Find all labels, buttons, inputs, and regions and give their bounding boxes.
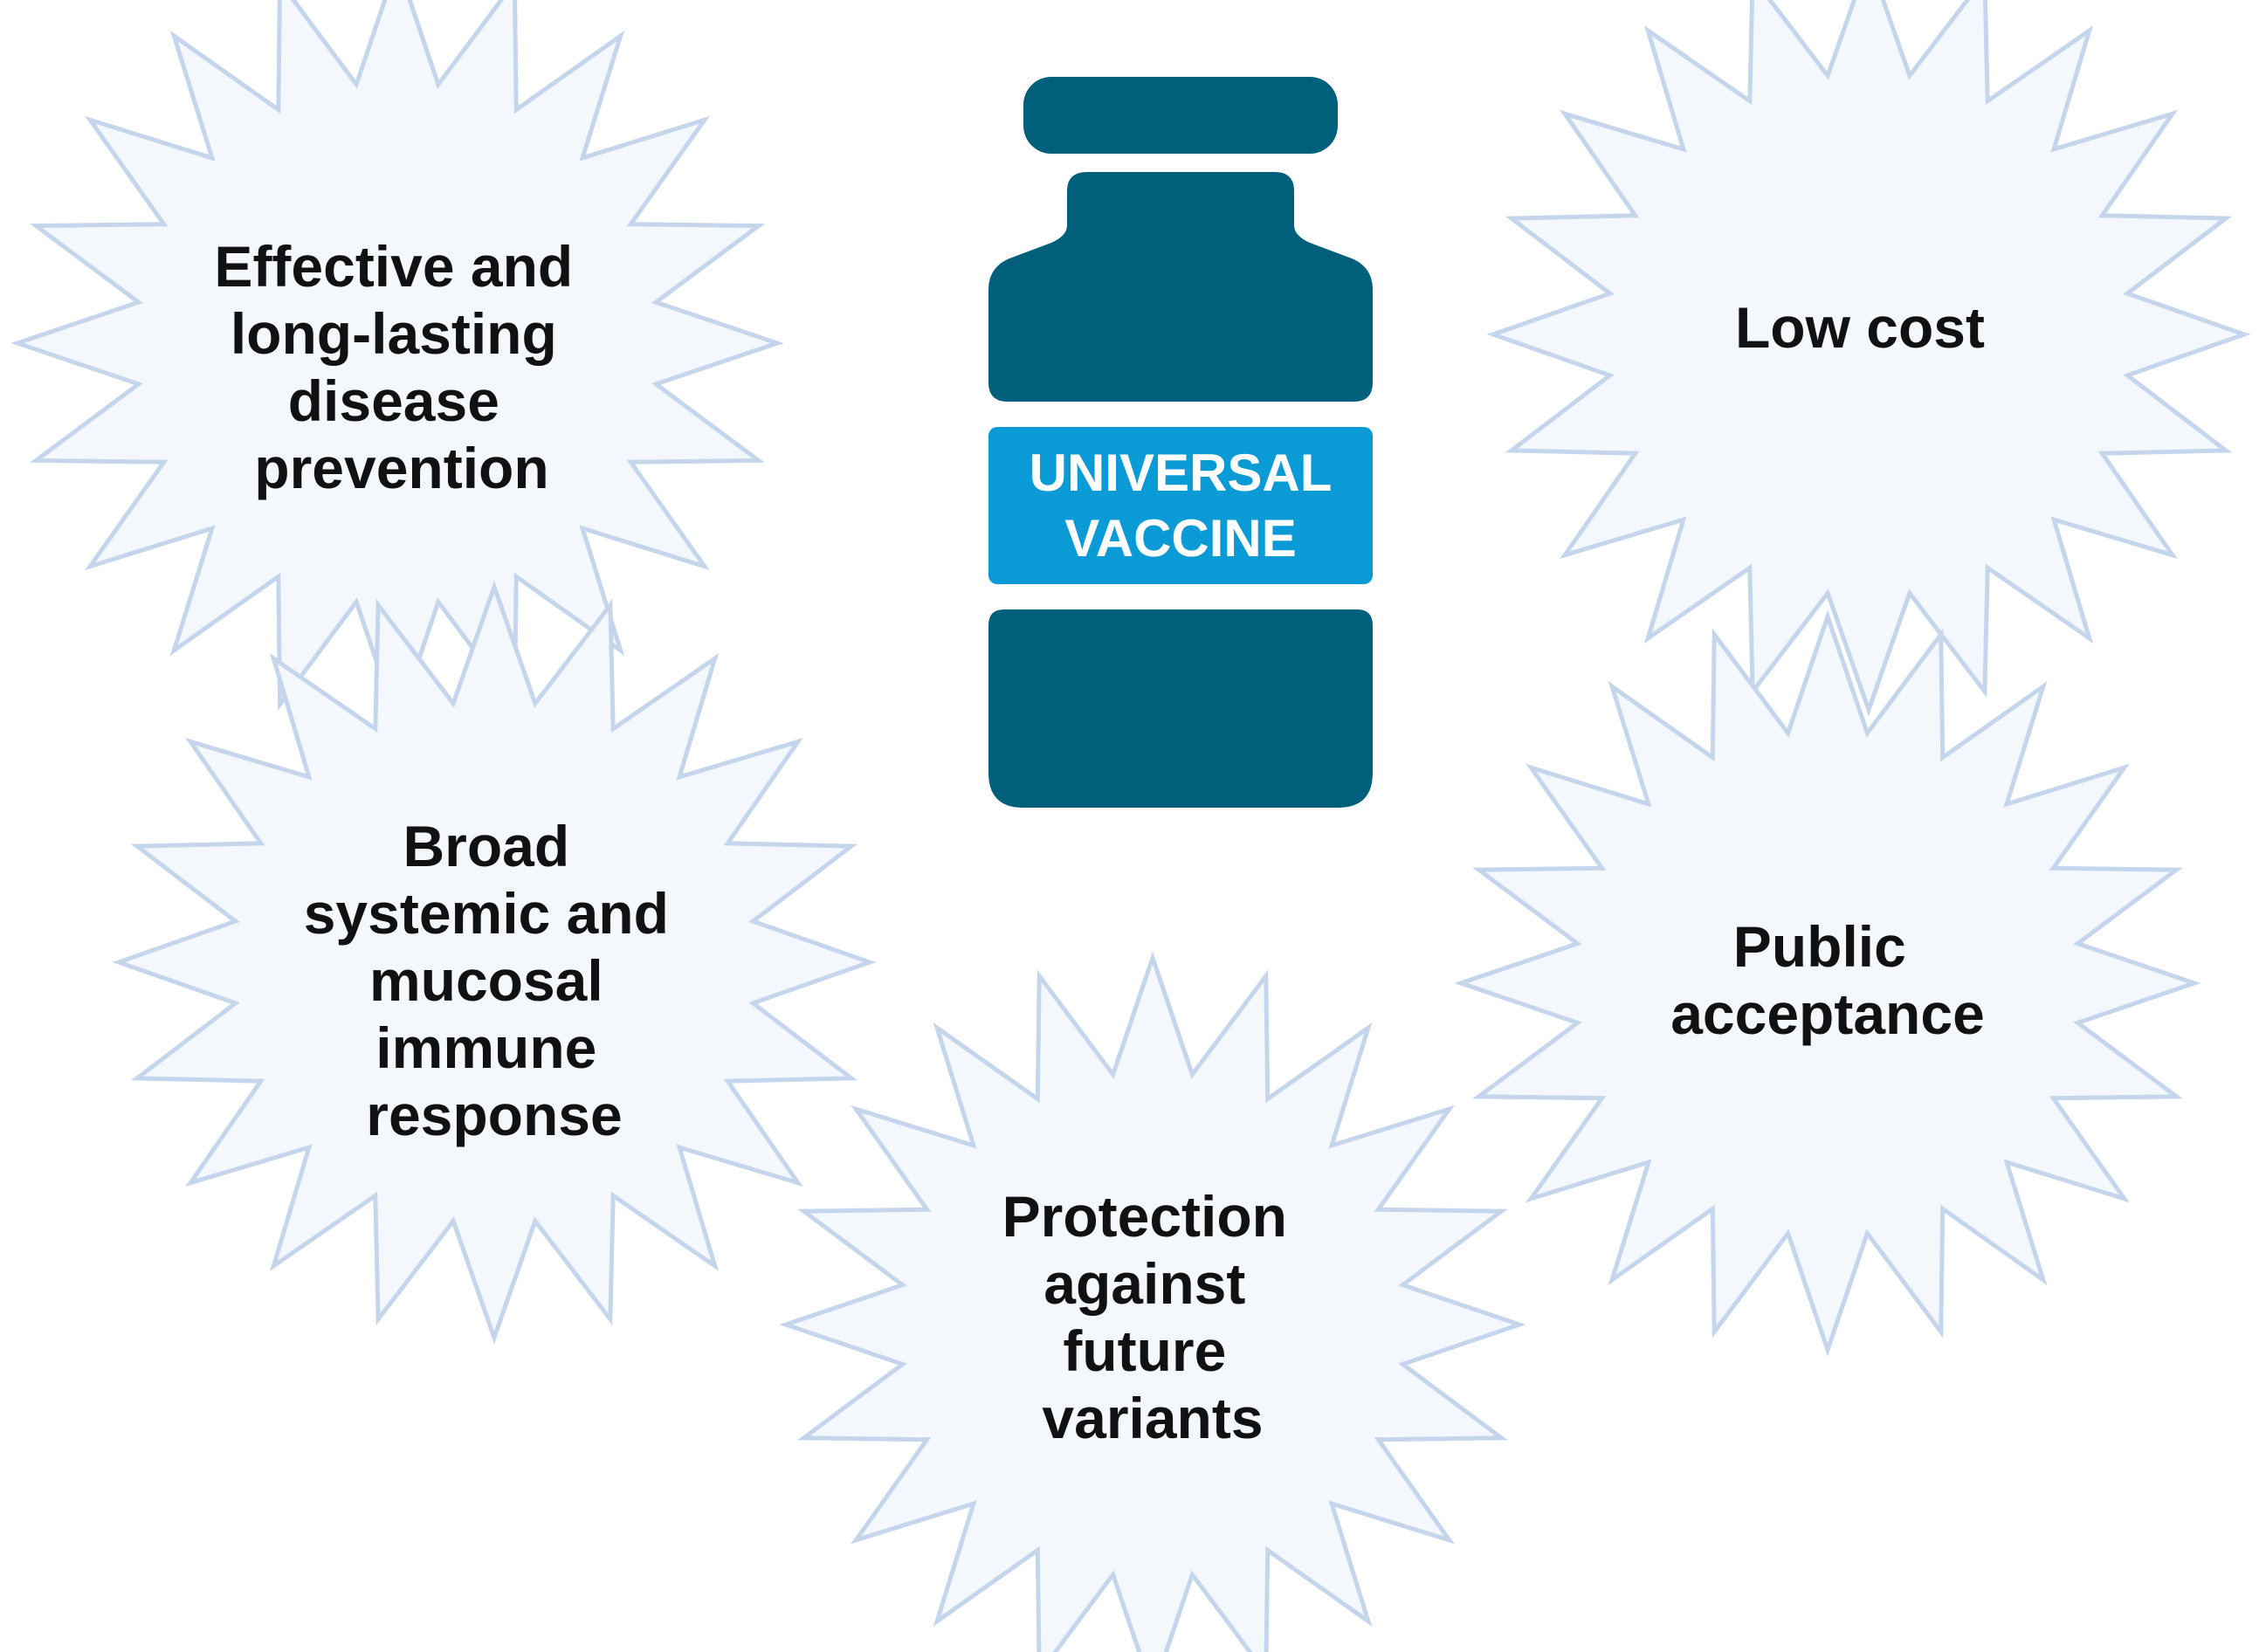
vial-label-line-1: UNIVERSAL [1030,444,1333,502]
benefit-broad-response-line-4: immune [375,1015,596,1080]
svg-text:Low cost: Low cost [1735,295,1985,360]
vial-base [988,609,1373,808]
benefit-effective: Effective and long-lasting disease preve… [10,0,784,730]
benefit-effective-line-4: prevention [254,436,548,500]
svg-text:Public acceptance: Public acceptance [1670,914,1985,1046]
vial-cap [1023,77,1338,154]
burst-shape-low-cost [1486,0,2251,717]
benefit-low-cost: Low cost [1486,0,2251,717]
vial-shoulder [988,172,1373,402]
svg-text:Effective and long-lasti: Effective and long-lasting disease preve… [214,234,589,500]
benefit-future-variants-line-2: against [1043,1251,1245,1316]
benefit-effective-line-2: long-lasting [231,301,557,366]
benefit-low-cost-line-1: Low cost [1735,295,1985,360]
benefit-effective-line-1: Effective and [214,234,573,299]
benefit-broad-response-line-2: systemic and [304,881,669,946]
svg-text:Protection against: Protection against future variants [1002,1184,1304,1450]
burst-shape-public-acceptance [1454,609,2201,1357]
benefit-future-variants-line-3: future [1063,1318,1226,1383]
benefit-future-variants-line-1: Protection [1002,1184,1287,1249]
benefit-broad-response-line-3: mucosal [369,948,603,1013]
vial-label-band [988,427,1373,584]
svg-text:Broad systemic and: Broad systemic and mucosal immune respon… [304,814,685,1147]
benefit-broad-response: Broad systemic and mucosal immune respon… [112,580,877,1345]
vial-label-line-2: VACCINE [1064,509,1297,568]
benefit-broad-response-line-5: response [366,1083,622,1147]
burst-shape-broad-response [112,580,877,1345]
benefit-future-variants: Protection against future variants [779,951,1526,1652]
benefit-public-acceptance: Public acceptance [1454,609,2201,1357]
benefit-broad-response-line-1: Broad [403,814,569,878]
benefit-effective-line-3: disease [288,368,499,433]
benefit-future-variants-line-4: variants [1042,1386,1263,1450]
burst-shape-future-variants [779,951,1526,1652]
benefit-public-acceptance-line-1: Public [1733,914,1906,979]
benefit-public-acceptance-line-2: acceptance [1670,981,1985,1046]
vaccine-vial: UNIVERSAL VACCINE [988,77,1373,808]
